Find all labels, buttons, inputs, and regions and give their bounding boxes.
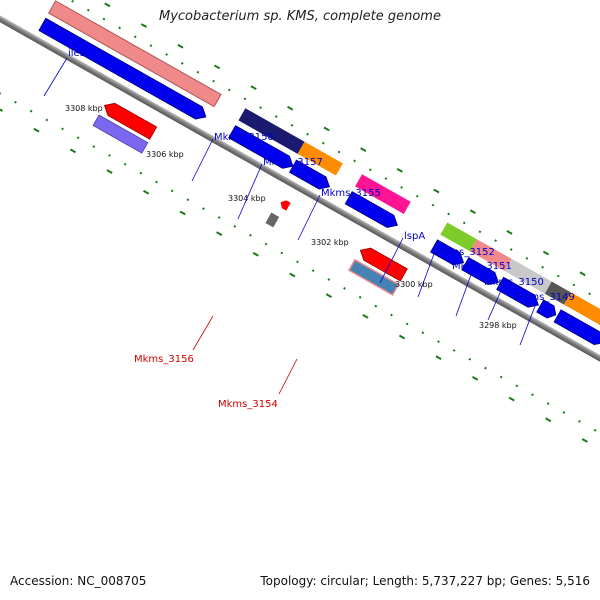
genome-backbone	[0, 6, 600, 435]
reverse-gene-labels: Mkms_3156 Mkms_3154	[134, 315, 298, 410]
cds-arrow[interactable]	[461, 257, 502, 289]
gene-label-mkms-3152[interactable]: Mkms_3152	[435, 247, 495, 258]
gene-label-mkms-3149[interactable]: Mkms_3149	[515, 292, 575, 303]
kbp-label: 3300 kbp	[395, 280, 433, 289]
cds-arrow[interactable]	[228, 125, 297, 173]
gene-label-mkms-3155[interactable]: Mkms_3155	[321, 188, 381, 199]
gene-label-mkms-3154[interactable]: Mkms_3154	[218, 399, 278, 410]
genome-stats-text: Topology: circular; Length: 5,737,227 bp…	[260, 574, 590, 588]
gene-mkms-3152[interactable]	[469, 239, 512, 272]
accession-text: Accession: NC_008705	[10, 574, 147, 588]
cds-arrow[interactable]	[496, 276, 542, 311]
gene-label-ileS[interactable]: ileS	[68, 48, 86, 59]
kbp-label: 3306 kbp	[146, 150, 184, 159]
gene-mkms-3149[interactable]	[563, 292, 600, 332]
gene-reverse-arrow[interactable]	[101, 99, 158, 140]
gene-label-mkms-3158[interactable]: Mkms_3158	[214, 132, 274, 143]
gene-label-lspA[interactable]: lspA	[404, 231, 425, 242]
forward-cds-track	[38, 17, 600, 349]
cds-arrow[interactable]	[288, 159, 333, 193]
kbp-label: 3298 kbp	[479, 321, 517, 330]
cds-arrow[interactable]	[553, 309, 600, 349]
gene-label-mkms-3157[interactable]: Mkms_3157	[263, 157, 323, 168]
gene-label-mkms-3150[interactable]: Mkms_3150	[484, 277, 544, 288]
cds-arrow[interactable]	[429, 239, 467, 269]
gene-mkms-3154-arrow[interactable]	[357, 244, 408, 282]
gene-mkms-3158[interactable]	[238, 108, 305, 154]
gene-label-mkms-3151[interactable]: Mkms_3151	[452, 261, 512, 272]
gene-lspA[interactable]	[440, 222, 477, 252]
cds-arrow[interactable]	[344, 191, 401, 232]
gene-mkms-3156-arrow[interactable]	[278, 198, 291, 211]
gene-mkms-3151[interactable]	[504, 258, 552, 294]
gene-mkms-3157[interactable]	[297, 141, 343, 176]
gene-mkms-3154[interactable]	[347, 258, 400, 296]
gene-ileS[interactable]	[48, 0, 222, 108]
forward-feature-track	[48, 0, 600, 332]
genome-title: Mycobacterium sp. KMS, complete genome	[159, 9, 441, 24]
gene-mkms-3156[interactable]	[265, 212, 280, 228]
kbp-label: 3308 kbp	[65, 104, 103, 113]
reverse-feature-track	[92, 99, 408, 296]
cds-arrow[interactable]	[38, 17, 210, 123]
gene-mkms-3150[interactable]	[544, 281, 571, 305]
kbp-label: 3302 kbp	[311, 238, 349, 247]
forward-gene-labels: ileS Mkms_3158 Mkms_3157 Mkms_3155 lspA …	[43, 48, 575, 346]
gene-mkms-3155[interactable]	[355, 174, 411, 214]
gene-reverse-bar[interactable]	[92, 114, 149, 154]
cds-arrow[interactable]	[536, 299, 560, 321]
gene-label-mkms-3156[interactable]: Mkms_3156	[134, 354, 194, 365]
